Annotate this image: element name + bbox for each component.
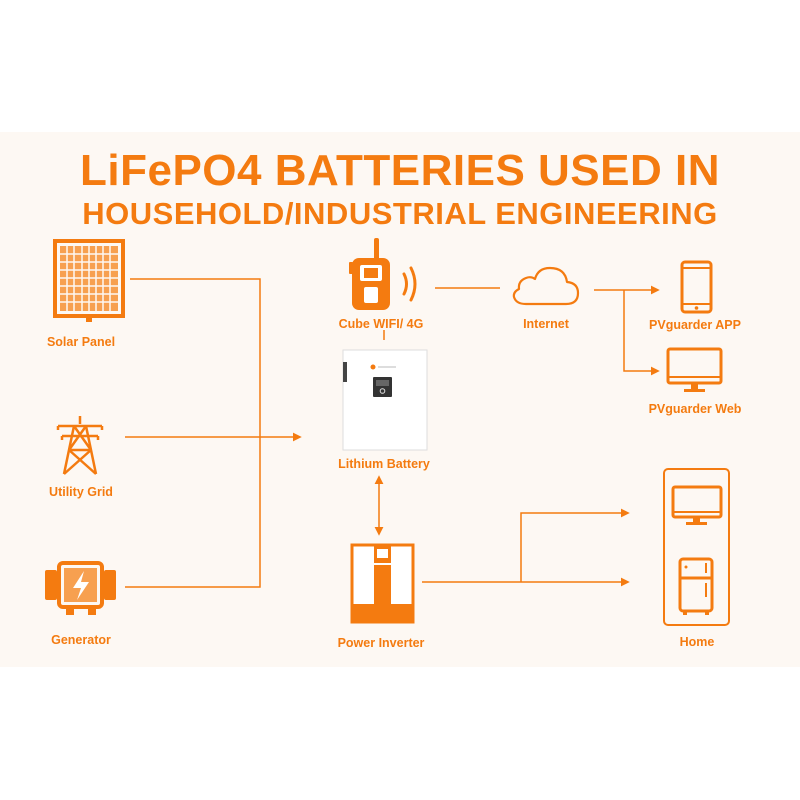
title-line-2: HOUSEHOLD/INDUSTRIAL ENGINEERING <box>82 196 718 231</box>
power-tower-icon <box>56 416 104 475</box>
generator-icon <box>45 561 116 615</box>
smartphone-icon <box>680 260 713 314</box>
label-power-inverter: Power Inverter <box>337 636 425 650</box>
home-icon <box>663 468 730 626</box>
label-app: PVguarder APP <box>649 318 741 332</box>
cloud-icon <box>512 266 580 306</box>
label-utility-grid: Utility Grid <box>49 485 113 499</box>
label-solar-panel: Solar Panel <box>46 335 116 349</box>
battery-unit-icon <box>342 349 428 451</box>
label-cube-wifi: Cube WIFI/ 4G <box>338 317 424 331</box>
monitor-icon <box>666 347 723 392</box>
internet-connections <box>594 285 660 376</box>
title-line-1: LiFePO4 BATTERIES USED IN <box>80 146 720 195</box>
label-generator: Generator <box>51 633 111 647</box>
label-web: PVguarder Web <box>648 402 742 416</box>
label-internet: Internet <box>523 317 569 331</box>
label-home: Home <box>679 635 715 649</box>
solar-panel-icon <box>53 239 125 322</box>
label-lithium-battery: Lithium Battery <box>338 457 430 471</box>
source-connections <box>125 278 302 588</box>
inverter-icon <box>350 543 415 624</box>
inverter-home-connections <box>422 508 630 587</box>
walkie-talkie-icon <box>349 238 390 310</box>
wifi-signal-icon <box>402 266 417 302</box>
